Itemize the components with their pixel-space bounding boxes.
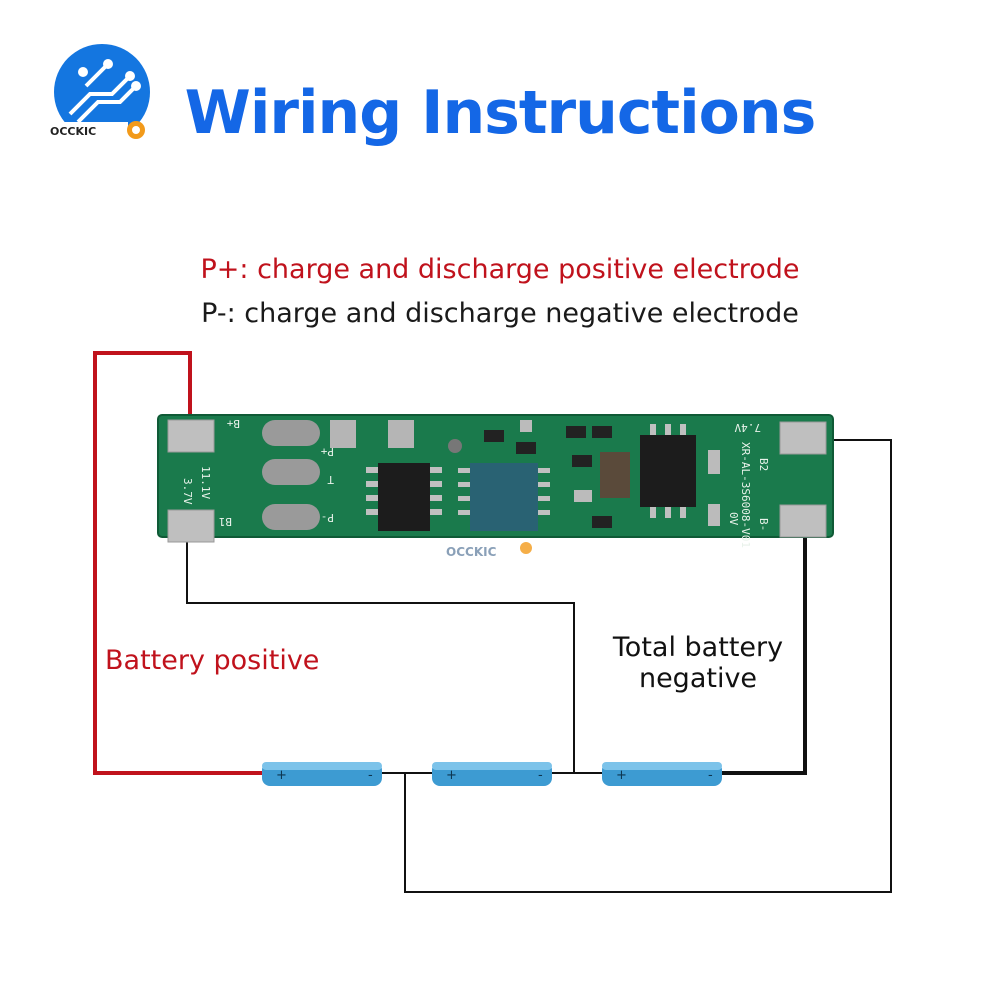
legend-negative: P-: charge and discharge negative electr… bbox=[201, 298, 799, 329]
silk-b2: B2 bbox=[757, 458, 770, 471]
silk-b-plus: B+ bbox=[226, 417, 240, 430]
label-total-negative-line2: negative bbox=[638, 663, 758, 694]
pad-b2 bbox=[779, 421, 827, 455]
silk-37v: 3.7V bbox=[181, 478, 194, 505]
cell-2-minus: - bbox=[538, 768, 543, 783]
battery-cell-1: + - bbox=[262, 762, 382, 786]
b1-wire bbox=[186, 525, 575, 773]
label-total-negative-line1: Total battery bbox=[612, 632, 784, 663]
pad-b1 bbox=[167, 509, 215, 543]
cell-1-plus: + bbox=[276, 768, 287, 783]
page-title: Wiring Instructions bbox=[184, 78, 817, 148]
brand-name: OCCKIC bbox=[50, 125, 97, 138]
positive-wire bbox=[93, 351, 268, 775]
cell-1-minus: - bbox=[368, 768, 373, 783]
cell-2-plus: + bbox=[446, 768, 457, 783]
ic-chip-1 bbox=[378, 463, 430, 531]
b2-wire bbox=[404, 439, 892, 893]
label-battery-positive: Battery positive bbox=[105, 645, 320, 676]
circuit-logo-icon bbox=[50, 44, 150, 142]
watermark: OCCKIC bbox=[446, 545, 497, 559]
silk-p-minus: P- bbox=[321, 511, 334, 524]
silk-t: T bbox=[327, 473, 334, 486]
brand-logo: OCCKIC bbox=[50, 42, 155, 147]
silk-0v: 0V bbox=[727, 512, 740, 526]
silk-11v: 11.1V bbox=[199, 466, 212, 499]
battery-cell-3: + - bbox=[602, 762, 722, 786]
battery-cell-2: + - bbox=[432, 762, 552, 786]
cell-3-plus: + bbox=[616, 768, 627, 783]
total-negative-wire bbox=[718, 528, 807, 775]
legend-positive: P+: charge and discharge positive electr… bbox=[200, 254, 800, 285]
silk-p-plus: P+ bbox=[320, 445, 334, 458]
silk-b-minus: B- bbox=[757, 518, 770, 531]
cell-3-minus: - bbox=[708, 768, 713, 783]
silk-model: XR-AL-3S6008-V01 bbox=[739, 442, 752, 548]
silk-74v: 7.4V bbox=[734, 421, 761, 434]
pad-b-plus bbox=[167, 419, 215, 453]
ic-chip-3 bbox=[640, 435, 696, 507]
label-total-negative: Total battery negative bbox=[598, 632, 798, 694]
pad-b-minus bbox=[779, 504, 827, 538]
silk-b1: B1 bbox=[219, 515, 232, 528]
protection-board: B+ 11.1V 3.7V B1 P+ T P- 7.4V B2 XR-AL-3… bbox=[157, 414, 834, 548]
ic-chip-2 bbox=[470, 463, 538, 531]
